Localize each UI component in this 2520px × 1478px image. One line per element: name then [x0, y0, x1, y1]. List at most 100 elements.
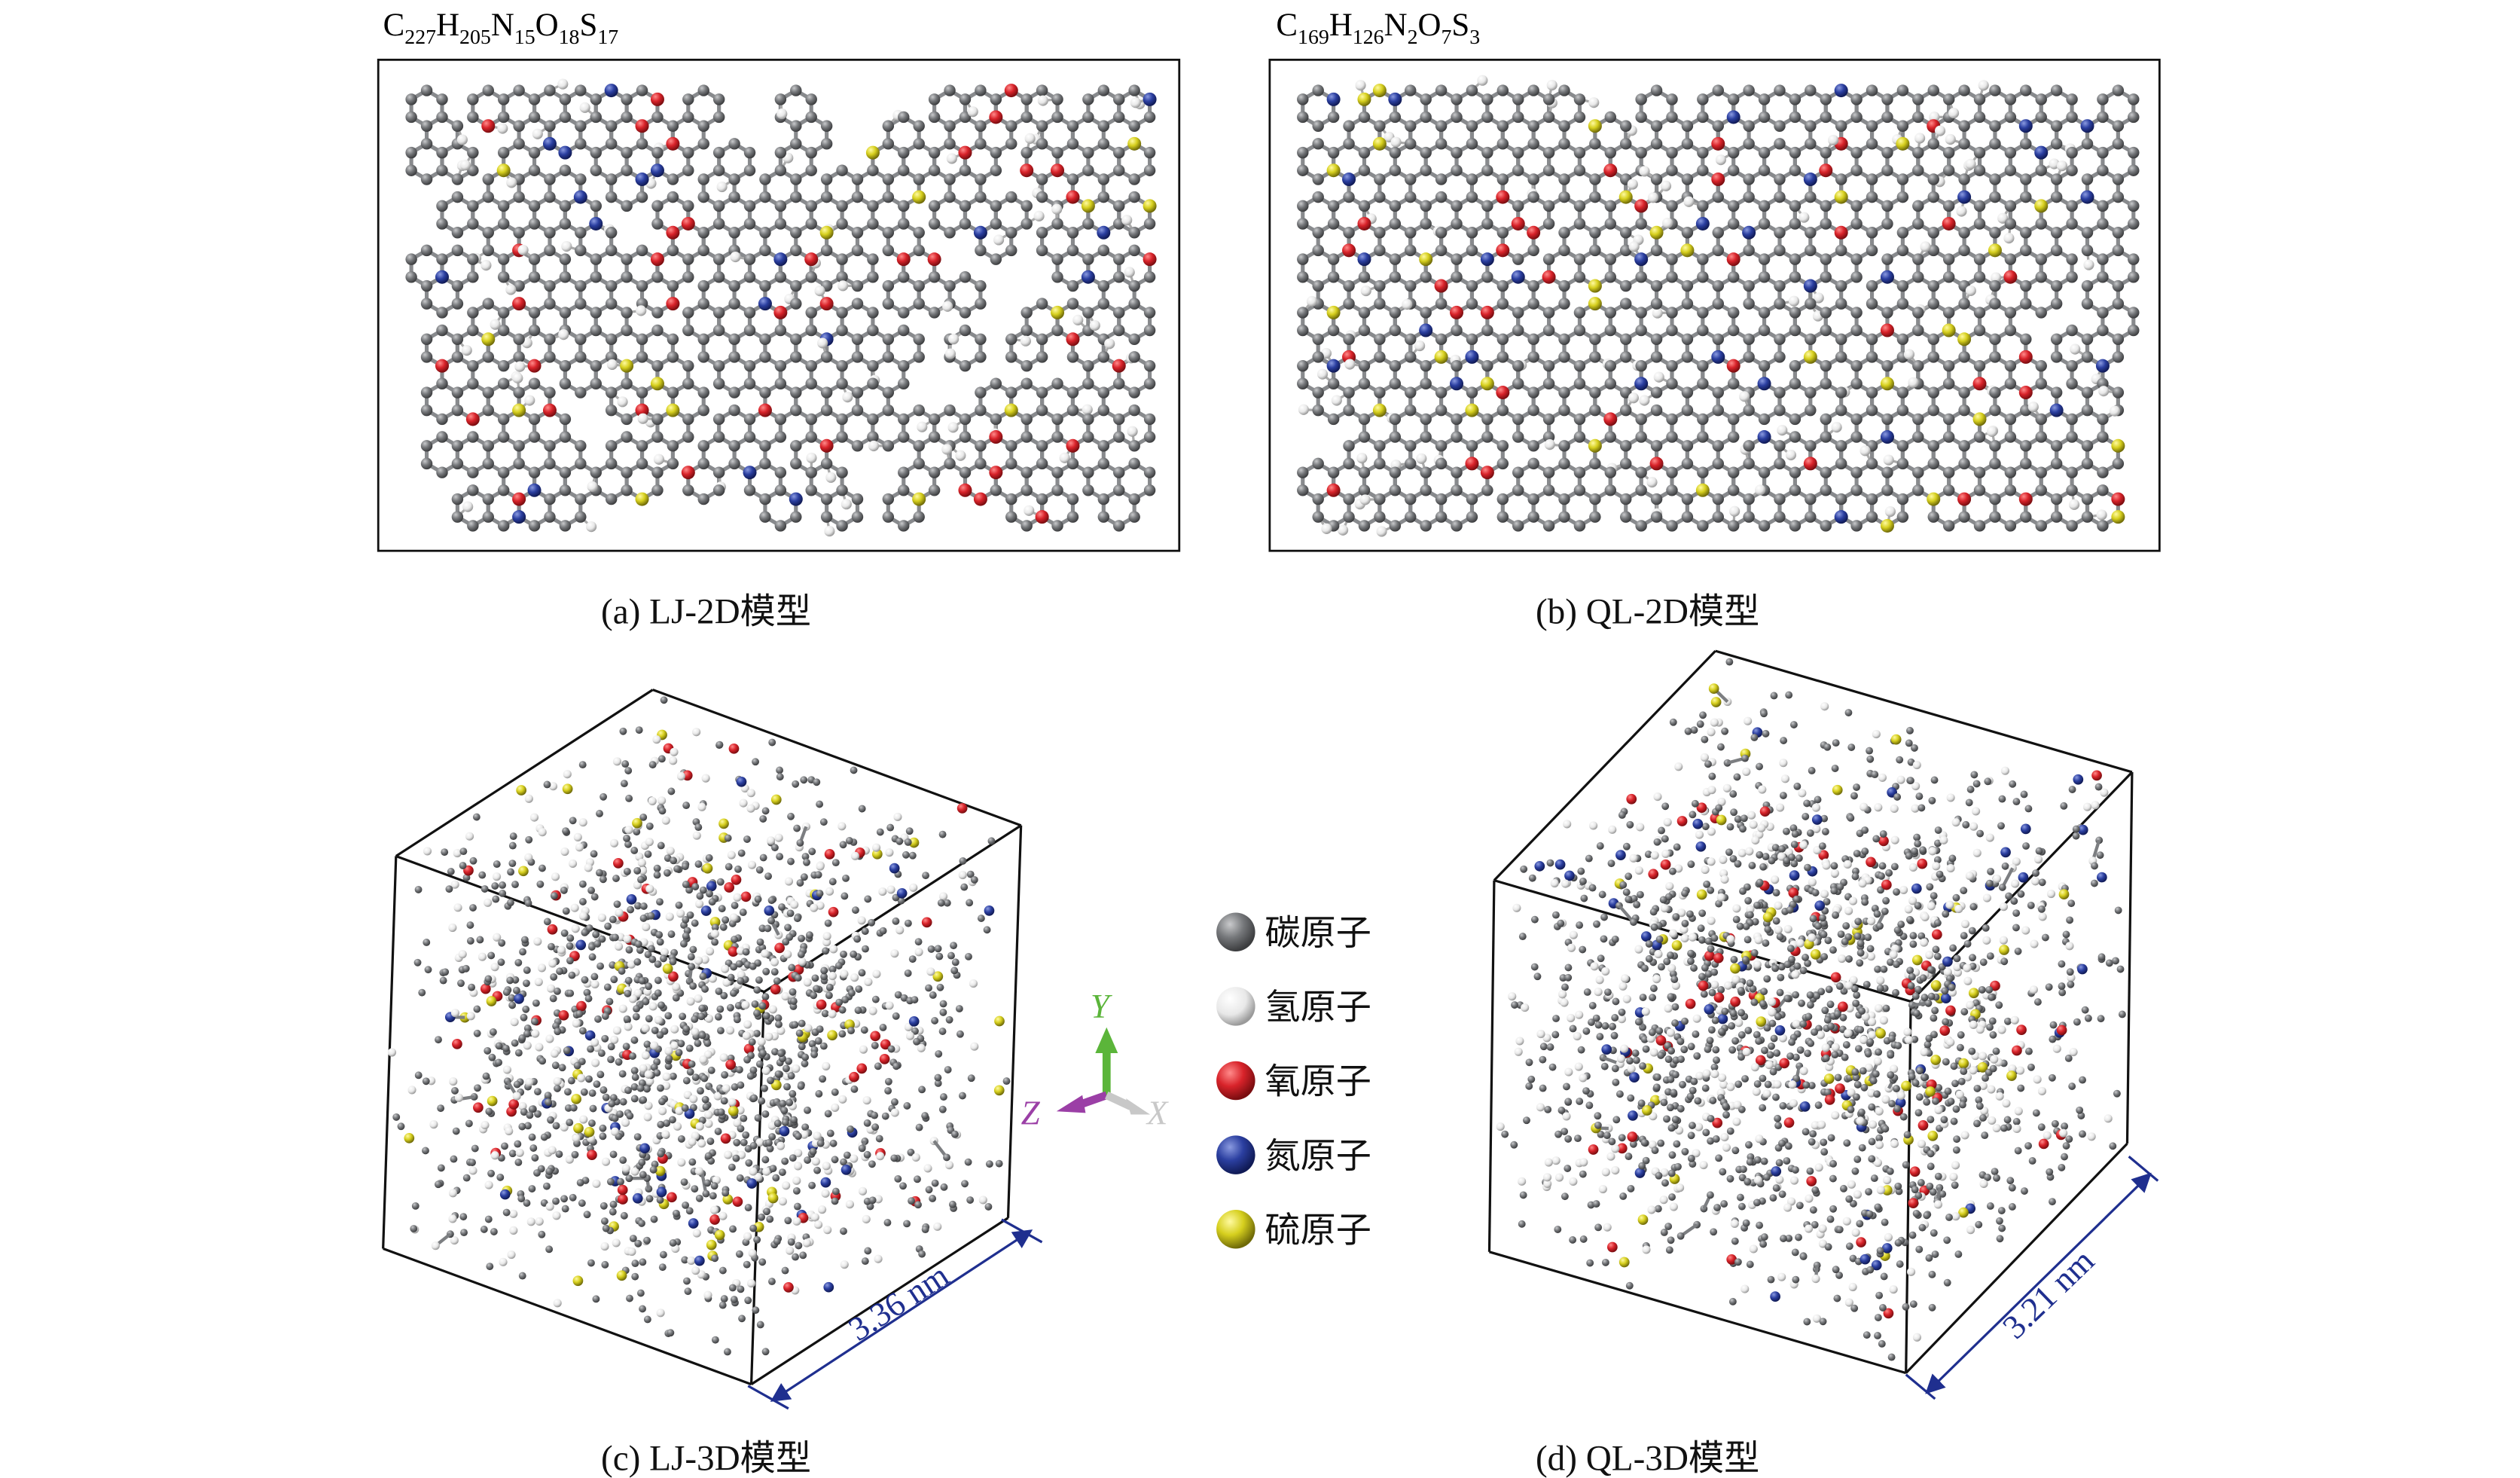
- atom: [876, 1152, 885, 1161]
- atom: [781, 1157, 789, 1165]
- atom: [2112, 173, 2125, 185]
- atom: [922, 872, 930, 880]
- atom: [2066, 218, 2078, 230]
- atom: [1908, 1001, 1916, 1009]
- atom: [688, 1138, 697, 1147]
- atom: [545, 1034, 554, 1043]
- atom: [1774, 298, 1786, 310]
- atom: [1912, 484, 1924, 496]
- atom: [1743, 84, 1755, 96]
- atom: [761, 1066, 770, 1076]
- atom: [1799, 1020, 1808, 1028]
- atom: [1789, 324, 1802, 337]
- atom: [1496, 333, 1509, 346]
- atom: [864, 977, 873, 987]
- atom: [705, 854, 713, 862]
- atom: [669, 1072, 677, 1080]
- atom: [502, 1044, 510, 1052]
- atom: [607, 1055, 615, 1064]
- atom: [2004, 413, 2017, 426]
- atom: [680, 1178, 688, 1186]
- atom: [559, 466, 572, 478]
- atom: [1942, 359, 1955, 372]
- atom: [1297, 484, 1309, 496]
- atom: [2079, 1076, 2086, 1084]
- atom: [711, 938, 719, 946]
- atom: [804, 252, 819, 267]
- atom: [533, 937, 542, 946]
- atom: [436, 324, 448, 337]
- atom: [625, 1174, 633, 1183]
- atom: [1036, 386, 1048, 399]
- atom: [1973, 271, 1986, 283]
- atom: [1097, 440, 1110, 452]
- hydrogen-atom: [824, 526, 835, 537]
- atom: [487, 1095, 498, 1107]
- atom: [2080, 119, 2094, 133]
- atom: [1640, 1035, 1649, 1043]
- atom: [544, 457, 556, 470]
- atom: [766, 1144, 774, 1153]
- atom: [1466, 298, 1478, 310]
- atom: [596, 1070, 605, 1079]
- atom: [508, 994, 516, 1002]
- atom: [683, 1277, 691, 1285]
- atom: [1312, 493, 1324, 505]
- atom: [1719, 855, 1728, 864]
- atom: [761, 1084, 768, 1092]
- atom: [1989, 298, 2001, 310]
- atom: [1036, 333, 1048, 346]
- atom: [1973, 93, 1986, 105]
- atom: [624, 1086, 632, 1095]
- atom: [434, 1180, 442, 1189]
- atom: [1783, 857, 1791, 865]
- atom: [1664, 1004, 1673, 1013]
- atom: [1389, 271, 1402, 283]
- atom: [1896, 775, 1905, 784]
- atom: [759, 333, 771, 346]
- atom: [594, 1015, 602, 1023]
- atom: [535, 1043, 544, 1052]
- atom: [1972, 377, 1987, 391]
- atom: [1914, 985, 1922, 994]
- atom: [1881, 879, 1892, 890]
- hydrogen-atom: [1376, 526, 1387, 537]
- atom: [1806, 1176, 1817, 1186]
- atom: [753, 1029, 761, 1037]
- atom: [1720, 1200, 1728, 1208]
- atom: [631, 1272, 639, 1281]
- atom: [1850, 431, 1863, 443]
- atom: [482, 493, 494, 505]
- atom: [1915, 1093, 1924, 1101]
- atom: [1681, 404, 1694, 417]
- atom: [2097, 324, 2109, 337]
- atom: [821, 1009, 829, 1018]
- atom: [743, 484, 756, 496]
- atom: [621, 307, 633, 319]
- atom: [774, 1070, 783, 1078]
- atom: [1527, 173, 1539, 185]
- atom: [789, 988, 797, 996]
- atom: [468, 1159, 476, 1167]
- atom: [1715, 804, 1723, 812]
- atom: [590, 893, 599, 901]
- atom: [759, 815, 767, 823]
- atom: [682, 164, 694, 176]
- atom: [436, 200, 448, 212]
- atom: [1512, 111, 1524, 124]
- atom: [544, 279, 556, 292]
- atom: [694, 860, 703, 869]
- atom: [606, 1177, 615, 1186]
- atom: [1869, 1120, 1878, 1129]
- atom: [660, 696, 668, 704]
- atom: [1005, 511, 1017, 523]
- atom: [628, 994, 637, 1003]
- atom: [1666, 431, 1678, 443]
- atom: [1389, 466, 1402, 478]
- atom: [2067, 980, 2075, 988]
- atom: [863, 1119, 871, 1127]
- atom: [1585, 854, 1593, 863]
- atom: [1942, 413, 1955, 426]
- atom: [2004, 466, 2017, 478]
- atom: [736, 1174, 744, 1182]
